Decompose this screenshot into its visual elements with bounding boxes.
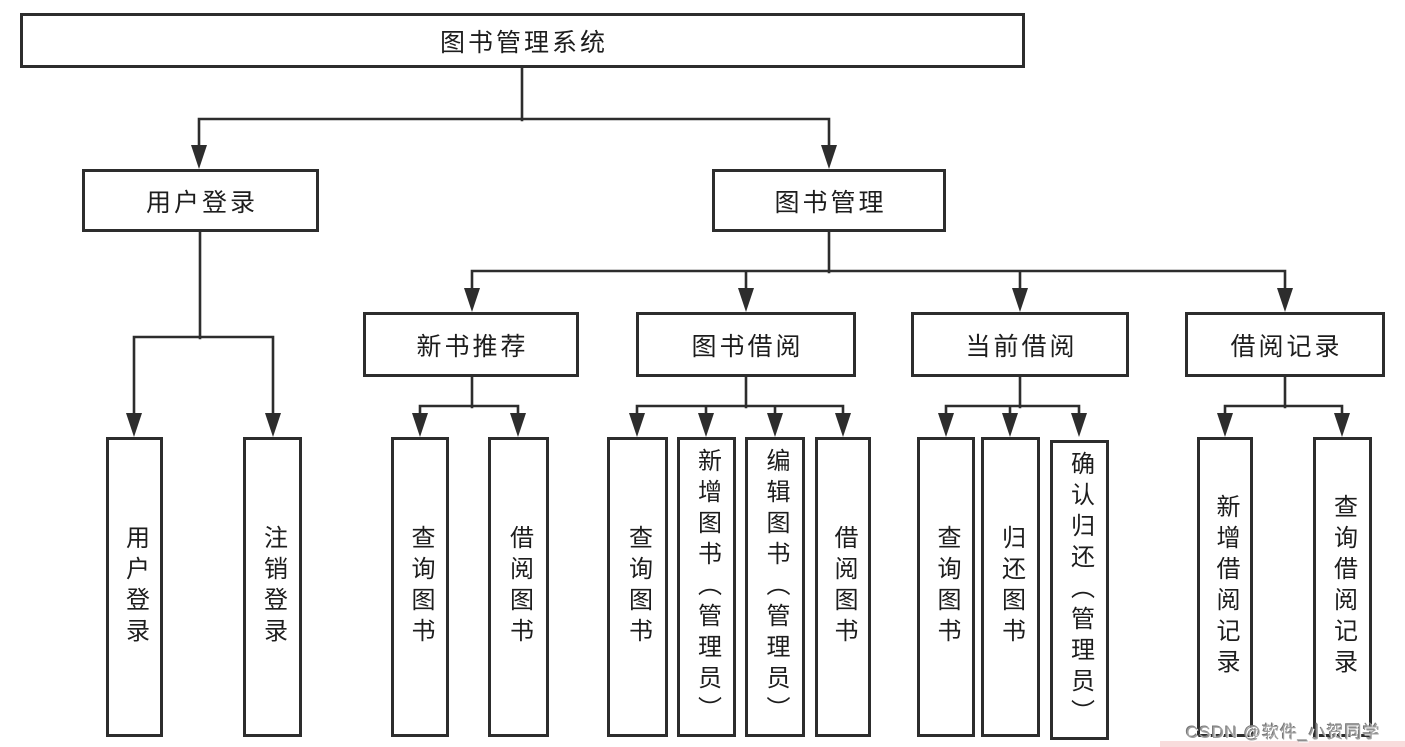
node-user-login-label: 用户登录 (145, 188, 258, 217)
leaf-recommend-borrow-books-label: 借阅图书 (505, 525, 533, 649)
leaf-current-confirm-return-admin-label: 确认归还（管理员） (1066, 450, 1094, 730)
leaf-borrow-borrow-books: 借阅图书 (815, 437, 871, 737)
leaf-records-add-record: 新增借阅记录 (1197, 437, 1253, 737)
leaf-recommend-query-books: 查询图书 (391, 437, 449, 737)
watermark-text: CSDN @软件_小贺同学 (1186, 723, 1381, 742)
leaf-borrow-query-books-label: 查询图书 (624, 525, 652, 649)
leaf-records-query-record: 查询借阅记录 (1313, 437, 1372, 737)
leaf-records-add-record-label: 新增借阅记录 (1212, 494, 1239, 680)
leaf-recommend-borrow-books: 借阅图书 (488, 437, 549, 737)
leaf-borrow-add-books-admin-label: 新增图书（管理员） (693, 447, 721, 727)
leaf-current-query-books-label: 查询图书 (933, 525, 960, 649)
node-book-borrow-label: 图书借阅 (691, 332, 804, 361)
node-new-book-recommend-label: 新书推荐 (416, 332, 529, 361)
node-root: 图书管理系统 (20, 13, 1025, 68)
leaf-current-return-books-label: 归还图书 (997, 525, 1025, 649)
leaf-logout-label: 注销登录 (259, 525, 287, 649)
leaf-logout: 注销登录 (243, 437, 302, 737)
node-book-management: 图书管理 (712, 169, 946, 232)
leaf-borrow-edit-books-admin-label: 编辑图书（管理员） (762, 447, 789, 727)
leaf-current-query-books: 查询图书 (917, 437, 975, 737)
node-book-borrow: 图书借阅 (636, 312, 856, 377)
node-current-borrow-label: 当前借阅 (965, 332, 1078, 361)
node-root-label: 图书管理系统 (439, 28, 608, 57)
leaf-records-query-record-label: 查询借阅记录 (1329, 494, 1357, 680)
leaf-borrow-edit-books-admin: 编辑图书（管理员） (745, 437, 805, 737)
node-user-login: 用户登录 (82, 169, 319, 232)
node-book-management-label: 图书管理 (774, 188, 887, 217)
leaf-current-confirm-return-admin: 确认归还（管理员） (1050, 440, 1109, 740)
leaf-borrow-add-books-admin: 新增图书（管理员） (677, 437, 736, 737)
node-borrow-records-label: 借阅记录 (1230, 332, 1343, 361)
leaf-borrow-borrow-books-label: 借阅图书 (830, 525, 857, 649)
node-borrow-records: 借阅记录 (1185, 312, 1385, 377)
leaf-current-return-books: 归还图书 (981, 437, 1040, 737)
node-current-borrow: 当前借阅 (911, 312, 1129, 377)
node-new-book-recommend: 新书推荐 (363, 312, 579, 377)
leaf-user-login-label: 用户登录 (121, 525, 149, 649)
leaf-recommend-query-books-label: 查询图书 (407, 525, 434, 649)
watermark-pink-strip (1160, 741, 1405, 747)
leaf-borrow-query-books: 查询图书 (607, 437, 668, 737)
leaf-user-login: 用户登录 (106, 437, 163, 737)
